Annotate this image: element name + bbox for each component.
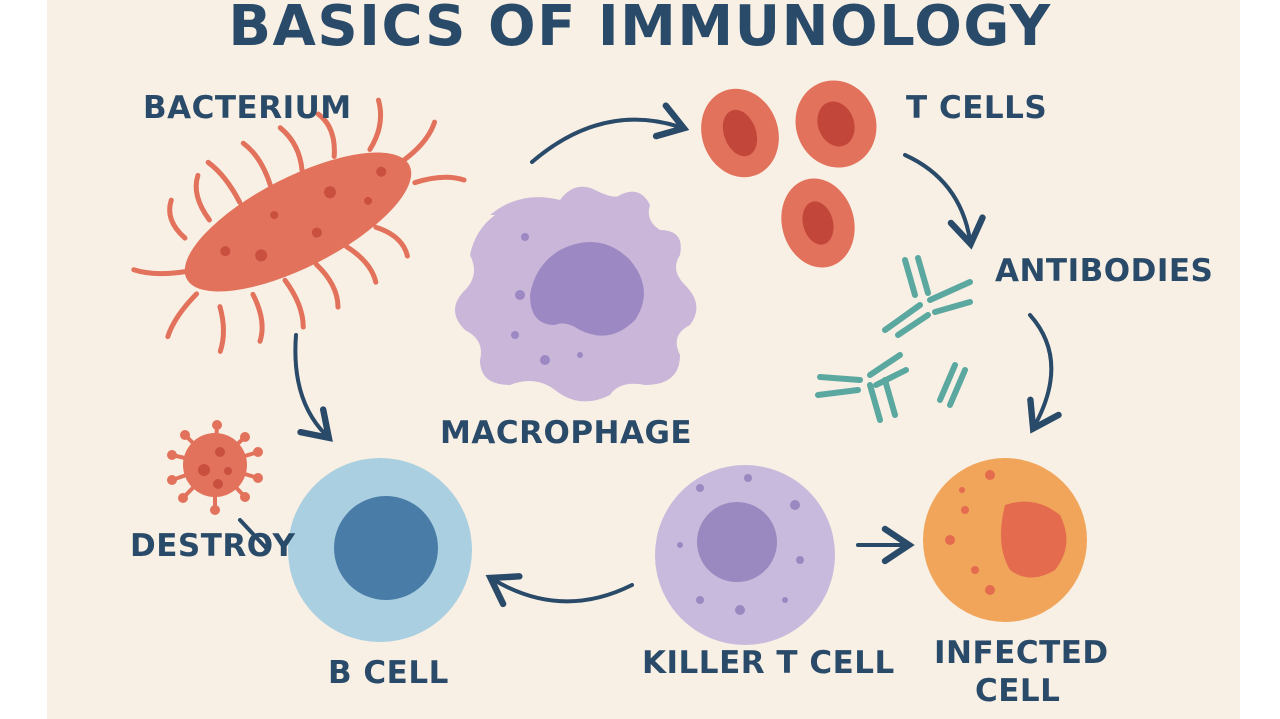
destroy-stroke [238, 518, 270, 552]
arrow-to-infected-cell [1027, 313, 1062, 434]
label-cell: CELL [975, 673, 1061, 709]
label-infected: INFECTED [934, 635, 1109, 671]
b-cell-icon [288, 458, 472, 642]
t-cells-icon [701, 80, 877, 268]
flow-arrows [238, 102, 1062, 608]
label-killer-t-cell: KILLER T CELL [642, 645, 895, 681]
killer-t-cell-icon [655, 465, 835, 645]
arrow-to-t-cells [530, 102, 690, 164]
page-title: BASICS OF IMMUNOLOGY [228, 0, 1052, 59]
antibodies-icon [815, 255, 973, 423]
label-destroy: DESTROY [130, 528, 296, 564]
bacterium-icon [131, 97, 467, 354]
arrow-to-b-cell [293, 333, 333, 442]
label-macrophage: MACROPHAGE [440, 415, 693, 451]
arrow-to-antibodies [903, 153, 986, 250]
arrow-to-b-cell-from-killer [485, 573, 634, 608]
virus-icon [167, 420, 263, 515]
label-bacterium: BACTERIUM [143, 90, 352, 126]
infected-cell-icon [923, 458, 1087, 622]
label-antibodies: ANTIBODIES [995, 253, 1214, 289]
macrophage-icon [455, 186, 697, 402]
label-t-cells: T CELLS [906, 90, 1048, 126]
label-b-cell: B CELL [328, 655, 449, 691]
